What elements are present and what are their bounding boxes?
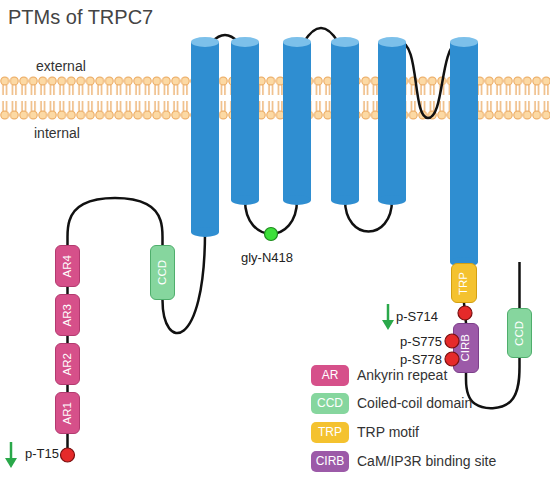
- coiled-coil-domain: CCD: [507, 308, 532, 358]
- ankyrin-repeat: AR3: [55, 294, 80, 336]
- domain-label: CIRB: [460, 334, 472, 361]
- helix: [450, 37, 478, 267]
- backbone-link: [66, 287, 69, 294]
- ankyrin-repeat: AR4: [55, 245, 80, 287]
- phosphorylation-site: [458, 306, 472, 320]
- legend-swatch-label: CIRB: [316, 455, 345, 467]
- ptm-label: p-S775: [400, 335, 442, 348]
- helix: [283, 37, 311, 205]
- c-terminus-line: [518, 262, 521, 308]
- helix: [191, 37, 219, 237]
- n-terminus-line: [66, 434, 69, 448]
- backbone-link: [464, 303, 466, 323]
- pore-loop: [399, 42, 457, 118]
- legend-text: Ankyrin repeat: [357, 368, 447, 382]
- legend-text: Coiled-coil domain: [357, 396, 472, 410]
- helix: [378, 37, 406, 205]
- legend-swatch-label: TRP: [318, 426, 342, 438]
- domain-label: CCD: [157, 260, 169, 285]
- legend-text: CaM/IP3R binding site: [357, 454, 496, 468]
- domain-label: TRP: [458, 272, 470, 295]
- legend-swatch-label: CCD: [317, 397, 343, 409]
- helix: [231, 37, 259, 205]
- glycosylation-site: [265, 228, 278, 241]
- legend-text: TRP motif: [357, 425, 419, 439]
- coiled-coil-domain: CCD: [150, 245, 175, 300]
- phosphorylation-site: [445, 352, 459, 366]
- backbone-link: [66, 336, 69, 343]
- phosphorylation-site: [445, 334, 459, 348]
- backbone-link: [68, 198, 163, 245]
- ankyrin-repeat: AR2: [55, 343, 80, 385]
- phosphorylation-site: [61, 448, 75, 462]
- domain-label: AR1: [62, 402, 74, 424]
- ptm-label: gly-N418: [241, 251, 293, 264]
- ptm-label: p-S714: [396, 310, 438, 323]
- intracellular-loop: [245, 200, 297, 234]
- down-arrow: [5, 442, 17, 468]
- helix: [331, 37, 359, 205]
- ptm-label: p-S778: [400, 353, 442, 366]
- backbone-link: [66, 385, 69, 392]
- ankyrin-repeat: AR1: [55, 392, 80, 434]
- legend-swatch-label: AR: [322, 369, 339, 381]
- domain-label: CCD: [514, 321, 526, 346]
- domain-label: AR2: [62, 353, 74, 375]
- domain-label: AR3: [62, 304, 74, 326]
- binding-site-domain: CIRB: [453, 323, 479, 373]
- domain-label: AR4: [62, 255, 74, 277]
- figure-title: PTMs of TRPC7: [8, 6, 153, 29]
- trp-motif: TRP: [451, 263, 477, 303]
- backbone-lines: [68, 28, 520, 448]
- ptm-label: p-T15: [25, 447, 59, 460]
- down-arrow: [382, 304, 394, 330]
- intracellular-loop: [345, 200, 392, 232]
- compartment-label: internal: [34, 126, 80, 140]
- compartment-label: external: [36, 59, 86, 73]
